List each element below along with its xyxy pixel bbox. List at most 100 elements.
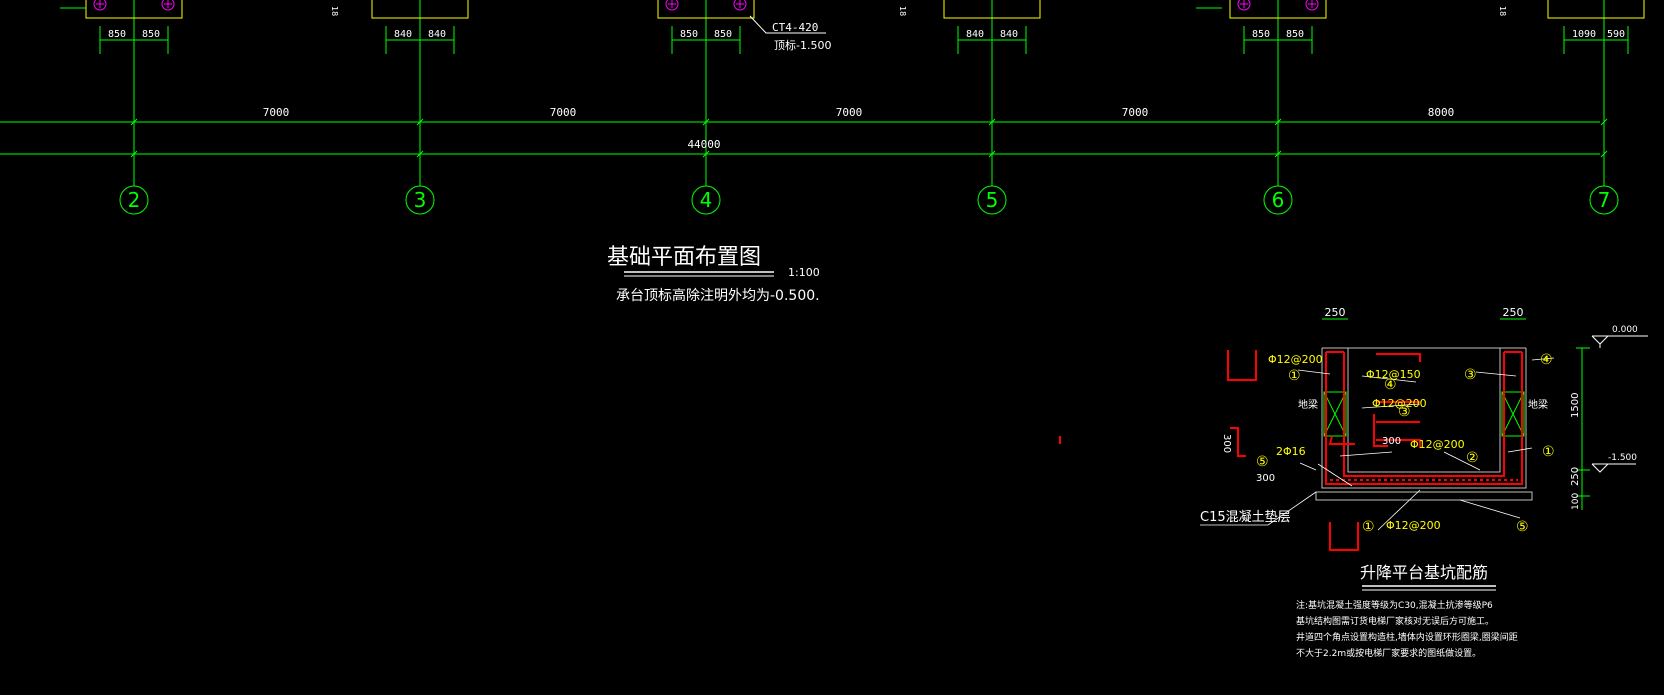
circled-num: ①: [1542, 444, 1555, 460]
pile-marker-icon: [733, 0, 747, 11]
rebar-label: 2Φ16: [1276, 445, 1306, 458]
plan-note: 承台顶标高除注明外均为-0.500.: [616, 287, 820, 304]
cushion-layer: [1315, 491, 1533, 501]
cap-callout: CT4-420 顶标-1.500: [749, 15, 831, 52]
pile-cap-outline: [1547, 0, 1645, 19]
pile-cap-outline: [371, 0, 469, 19]
dim-tick: [416, 150, 424, 158]
dim-tick: [130, 118, 138, 126]
dim-tick: [702, 118, 710, 126]
bar-dim: 300: [1221, 434, 1232, 453]
ground-beam-left: [1323, 391, 1347, 437]
dim-tick: [1600, 150, 1608, 158]
plan-title-block: 基础平面布置图 1:100 承台顶标高除注明外均为-0.500.: [607, 245, 820, 304]
axis-bubble: [691, 185, 721, 215]
dim-tick: [130, 150, 138, 158]
callout-leader: [749, 15, 826, 34]
pit-inner-wall: [1347, 348, 1501, 473]
axis-label: 6: [1272, 188, 1285, 212]
side-label: 地梁: [1528, 398, 1548, 411]
section-title: 升降平台基坑配筋: [1360, 563, 1488, 582]
axis-label: 2: [128, 188, 141, 212]
cap-dim-text: 1090: [1572, 29, 1596, 40]
bar-dim: 300: [1382, 436, 1401, 447]
circled-num: ③: [1398, 404, 1411, 420]
dim-tick: [1600, 118, 1608, 126]
ground-beam-right: [1501, 391, 1525, 437]
bay-dim-text: 7000: [1122, 106, 1149, 119]
cap-dim-text: 840: [1000, 29, 1018, 40]
elevation-text: -1.500: [1608, 453, 1637, 463]
circled-num: ④: [1384, 377, 1397, 393]
section-note-line: 不大于2.2m或按电梯厂家要求的图纸做设置。: [1296, 647, 1481, 659]
small-mark: 18: [330, 6, 339, 16]
section-note-line: 井道四个角点设置构造柱,墙体内设置环形圈梁,圈梁间距: [1296, 631, 1518, 643]
cap-callout-label: CT4-420: [772, 21, 818, 34]
cap-dim-text: 850: [680, 29, 698, 40]
dim-tick: [1274, 150, 1282, 158]
right-dim: 1500: [1570, 393, 1581, 418]
circled-num: ⑤: [1516, 519, 1529, 535]
pile-cap-outline: [85, 0, 183, 19]
bar-dim: 300: [1256, 473, 1275, 484]
small-mark: 18: [1498, 6, 1507, 16]
rebar-group: [1059, 350, 1523, 551]
elevation-text: 0.000: [1612, 325, 1638, 335]
dim-tick: [702, 150, 710, 158]
axis-bubble: [977, 185, 1007, 215]
pit-outer-wall: [1321, 348, 1527, 489]
cap-dim-text: 840: [394, 29, 412, 40]
circled-num: ⑤: [1256, 454, 1269, 470]
cap-dim-text: 850: [108, 29, 126, 40]
elevation-marker: [1591, 335, 1648, 473]
wall-dim-text: 250: [1503, 306, 1524, 319]
axis-bubble: [119, 185, 149, 215]
pile-cap-outline: [1229, 0, 1327, 19]
section-note-line: 注:基坑混凝土强度等级为C30,混凝土抗渗等级P6: [1296, 599, 1493, 611]
axis-bubble: [1263, 185, 1293, 215]
pile-cap-outline: [657, 0, 755, 19]
pile-cap-outline: [943, 0, 1041, 19]
cap-dim-text: 850: [142, 29, 160, 40]
side-label: 地梁: [1298, 398, 1318, 411]
leader-lines: [1200, 357, 1555, 531]
pile-marker-icon: [665, 0, 679, 11]
bay-dim-text: 7000: [263, 106, 290, 119]
axis-bubble: [405, 185, 435, 215]
cap-dim-text: 850: [714, 29, 732, 40]
cap-callout-elev: 顶标-1.500: [774, 38, 831, 52]
rebar-label: Φ12@200: [1410, 438, 1465, 451]
pile-marker-icon: [1237, 0, 1251, 11]
bay-dim-text: 8000: [1428, 106, 1455, 119]
pile-marker-icon: [93, 0, 107, 11]
axis-label: 4: [700, 188, 713, 212]
section-note-line: 基坑结构图需订货电梯厂家核对无误后方可施工。: [1296, 615, 1494, 627]
circled-num: ③: [1464, 367, 1477, 383]
circled-num: ②: [1466, 450, 1479, 466]
rebar-label: Φ12@200: [1372, 397, 1427, 410]
pit-section: 250 250: [1059, 306, 1648, 659]
rebar-label: Φ12@200: [1268, 353, 1323, 366]
pile-marker-icon: [1305, 0, 1319, 11]
total-dim-text: 44000: [687, 138, 720, 151]
cap-dim-text: 850: [1252, 29, 1270, 40]
plan-title: 基础平面布置图: [607, 245, 761, 270]
circled-num: ④: [1540, 352, 1553, 368]
rebar-label: Φ12@150: [1366, 368, 1421, 381]
section-notes: 注:基坑混凝土强度等级为C30,混凝土抗渗等级P6 基坑结构图需订货电梯厂家核对…: [1296, 599, 1518, 659]
cushion-label: C15混凝土垫层: [1200, 509, 1291, 525]
circled-num: ①: [1288, 368, 1301, 384]
dim-tick: [988, 150, 996, 158]
axis-bubble: [1589, 185, 1619, 215]
plan-scale: 1:100: [788, 266, 820, 279]
cap-dim-text: 590: [1607, 29, 1625, 40]
pile-marker-icon: [161, 0, 175, 11]
dim-tick: [1274, 118, 1282, 126]
cap-dim-text: 840: [428, 29, 446, 40]
cap-dim-text: 840: [966, 29, 984, 40]
